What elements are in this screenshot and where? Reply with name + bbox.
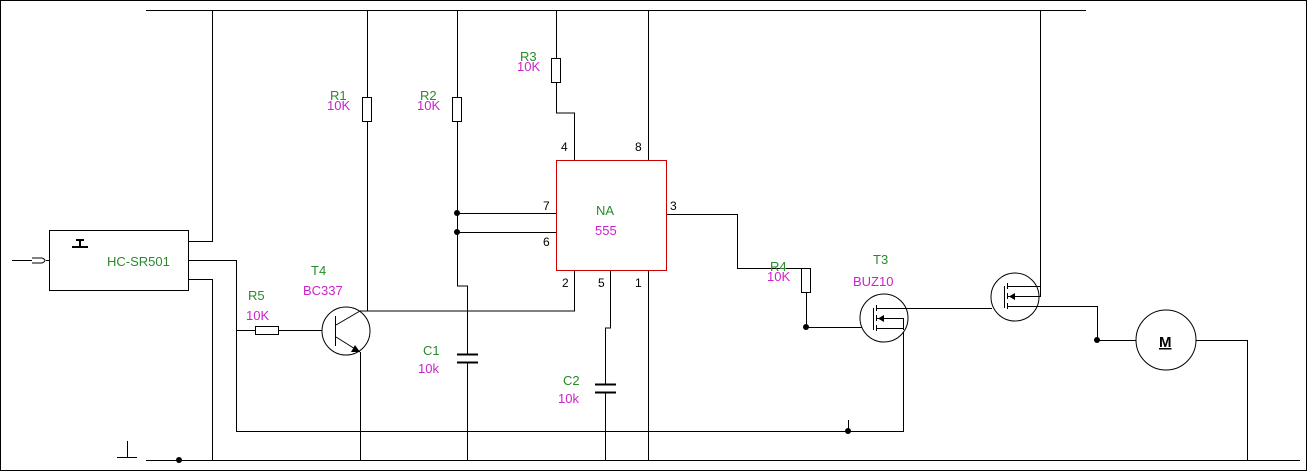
junction-dot (454, 210, 460, 216)
sensor-label: HC-SR501 (107, 254, 170, 269)
junction-dot (454, 229, 460, 235)
ic-pin-8: 8 (635, 140, 642, 154)
t4-name: T4 (311, 263, 326, 278)
t3-name: T3 (873, 252, 888, 267)
sensor-gnd-wire (189, 279, 213, 460)
sensor-vcc-wire (189, 10, 213, 242)
c1-wire (457, 285, 468, 460)
resistor-r5: R5 10K (236, 288, 322, 335)
capacitor-c1: C1 10k (418, 343, 478, 376)
junction-dot (803, 324, 809, 330)
ic-pin-2: 2 (562, 276, 569, 290)
motor-feed-wire (1040, 306, 1136, 341)
ic-pin-3: 3 (670, 199, 677, 213)
r4-value: 10K (767, 269, 790, 284)
r1-value: 10K (327, 98, 350, 113)
ic-pin-7: 7 (543, 199, 550, 213)
pin5-wire (605, 270, 611, 460)
r5-value: 10K (246, 308, 269, 323)
capacitor-c2: C2 10k (558, 373, 616, 406)
junction-dot (1094, 337, 1100, 343)
resistor-r4: R4 10K (767, 259, 811, 327)
resistor-r2: R2 10K (417, 10, 462, 286)
ic-pin-1: 1 (635, 276, 642, 290)
t4-collector-wire (360, 270, 575, 312)
resistor-r3: R3 10K (517, 10, 575, 160)
sensor-out-wire (189, 260, 904, 432)
r4-name: R4 (770, 259, 787, 274)
c2-value: 10k (558, 391, 579, 406)
mosfet-power (990, 272, 1040, 322)
r1-name: R1 (330, 88, 347, 103)
ic-pin-5: 5 (598, 276, 605, 290)
junction-dot (176, 457, 182, 463)
motor-return-wire (1196, 340, 1248, 460)
c1-value: 10k (418, 361, 439, 376)
motor: M (1135, 309, 1197, 371)
ic-value: 555 (595, 223, 617, 238)
sensor-lens-icon (72, 239, 88, 248)
pin3-wire (667, 214, 807, 269)
c2-name: C2 (563, 373, 580, 388)
sensor-input-lead (12, 257, 49, 264)
resistor-r1: R1 10K (327, 10, 372, 311)
mosfet-t3: T3 BUZ10 (853, 252, 909, 343)
motor-label: M (1159, 334, 1172, 351)
t3-value: BUZ10 (853, 274, 893, 289)
c1-name: C1 (423, 343, 440, 358)
r5-name: R5 (248, 288, 265, 303)
r2-name: R2 (420, 88, 437, 103)
transistor-t4: T4 BC337 (303, 263, 371, 356)
ic-pin-6: 6 (543, 235, 550, 249)
r3-name: R3 (520, 49, 537, 64)
timer-ic-555: NA 555 4 8 7 6 3 2 5 1 (543, 140, 677, 290)
ic-name: NA (596, 203, 614, 218)
ground-symbol (117, 441, 137, 458)
r2-value: 10K (417, 98, 440, 113)
ic-pin-4: 4 (561, 140, 568, 154)
r3-value: 10K (517, 59, 540, 74)
t4-value: BC337 (303, 283, 343, 298)
pir-sensor-module: HC-SR501 (49, 230, 189, 291)
